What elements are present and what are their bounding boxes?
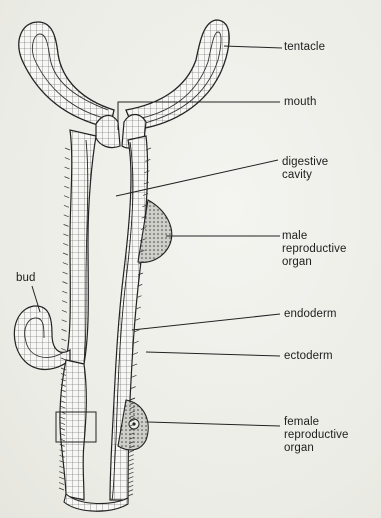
female-organ-leader	[148, 422, 280, 426]
label-endoderm: endoderm	[284, 308, 337, 321]
right-tentacle	[126, 20, 229, 130]
tentacle-leader	[224, 46, 282, 48]
label-tentacle: tentacle	[284, 41, 325, 54]
surface-hair	[62, 320, 67, 322]
surface-hair	[62, 282, 67, 284]
surface-hair	[134, 341, 139, 343]
surface-hair	[61, 348, 66, 350]
surface-hair	[62, 301, 67, 303]
label-female-reproductive-organ: female reproductive organ	[284, 416, 348, 455]
surface-hair	[129, 459, 134, 461]
ectoderm-leader	[146, 352, 280, 356]
label-male-line1: male	[282, 230, 346, 243]
mouth-region	[96, 115, 120, 147]
label-male-line3: organ	[282, 256, 346, 269]
surface-hair	[128, 485, 133, 487]
surface-hair	[59, 472, 64, 474]
label-mouth: mouth	[284, 96, 316, 109]
left-tentacle	[19, 22, 114, 128]
label-male-line2: reproductive	[282, 243, 346, 256]
surface-hair	[128, 490, 133, 492]
surface-hair	[63, 272, 68, 274]
label-digestive-cavity: digestive cavity	[282, 156, 328, 182]
surface-hair	[128, 481, 133, 483]
left-body-wall	[66, 130, 96, 364]
surface-hair	[63, 243, 68, 245]
label-male-reproductive-organ: male reproductive organ	[282, 230, 346, 269]
label-ectoderm: ectoderm	[284, 350, 333, 363]
surface-hair	[135, 318, 140, 320]
surface-hair	[133, 353, 138, 355]
surface-hair	[65, 167, 70, 169]
surface-hair	[131, 375, 136, 377]
surface-hair	[129, 450, 134, 452]
surface-hair	[64, 205, 69, 207]
surface-hair	[62, 291, 67, 293]
label-female-line2: reproductive	[284, 429, 348, 442]
surface-hair	[62, 310, 67, 312]
surface-hair	[132, 364, 137, 366]
label-female-line1: female	[284, 416, 348, 429]
body-wall	[14, 20, 229, 511]
surface-hair	[64, 196, 69, 198]
surface-hair	[63, 253, 68, 255]
surface-hair	[128, 477, 133, 479]
surface-hair	[59, 477, 64, 479]
surface-hair	[61, 339, 66, 341]
surface-hair	[129, 468, 134, 470]
surface-hair	[64, 186, 69, 188]
surface-hair	[130, 398, 135, 400]
label-bud: bud	[16, 272, 36, 285]
surface-hair	[59, 488, 64, 490]
surface-hair	[63, 263, 68, 265]
surface-hair	[65, 158, 70, 160]
surface-hair	[128, 472, 133, 474]
surface-hair	[63, 234, 68, 236]
surface-hair	[129, 455, 134, 457]
surface-hair	[129, 463, 134, 465]
label-digestive-line2: cavity	[282, 169, 328, 182]
surface-hair	[64, 215, 69, 217]
surface-hair	[62, 329, 67, 331]
label-female-line3: organ	[284, 442, 348, 455]
surface-hair	[64, 177, 69, 179]
label-digestive-line1: digestive	[282, 156, 328, 169]
surface-hair	[59, 483, 64, 485]
surface-hair	[128, 494, 133, 496]
surface-hair	[131, 387, 136, 389]
surface-hair	[65, 148, 70, 150]
bud-drawing	[14, 306, 70, 369]
endoderm-leader	[132, 314, 280, 330]
surface-hair	[64, 224, 69, 226]
